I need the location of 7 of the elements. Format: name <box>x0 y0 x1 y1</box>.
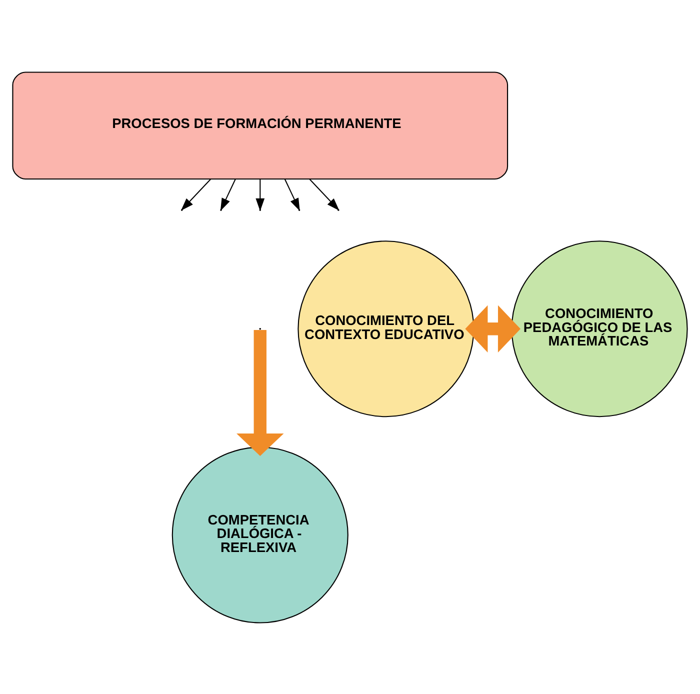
node-circle: COMPETENCIA DIALÓGICA - REFLEXIVA <box>172 446 348 623</box>
node-circle: CONOCIMIENTO PEDAGÓGICO DE LAS MATEMÁTICAS <box>511 240 688 417</box>
node-circle: CONOCIMIENTO DEL CONTEXTO EDUCATIVO <box>298 240 474 417</box>
arrow <box>465 304 520 352</box>
node-box: PROCESOS DE FORMACIÓN PERMANENTE <box>12 71 508 180</box>
arrow <box>236 330 284 456</box>
arrow <box>220 178 236 210</box>
